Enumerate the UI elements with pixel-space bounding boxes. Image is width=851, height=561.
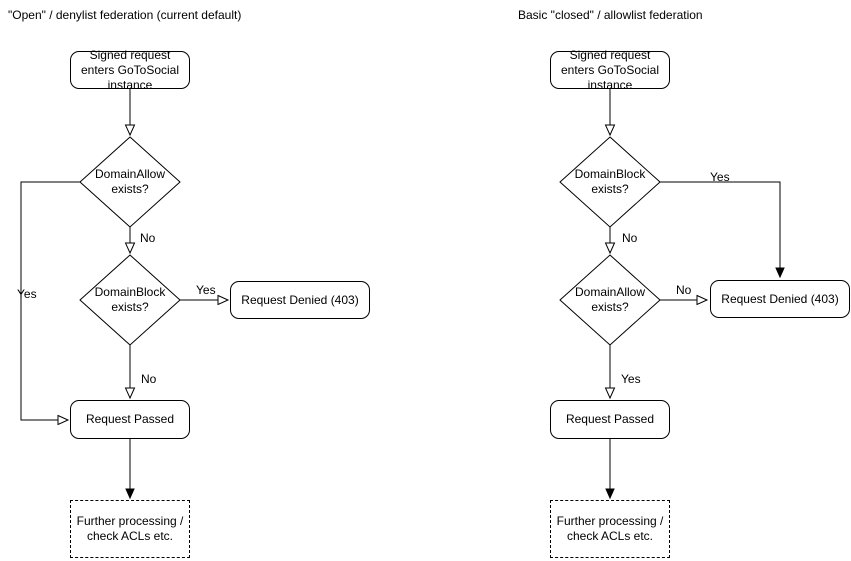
edge-label-decision2-yes: Yes: [621, 372, 641, 386]
edge-label-decision1-no: No: [622, 231, 638, 245]
connector-decision1-yes-denied: [660, 181, 785, 279]
decision1-label: DomainBlock exists?: [574, 167, 646, 196]
edge-label-decision2-no: No: [676, 283, 692, 297]
request-denied-node: Request Denied (403): [230, 281, 370, 319]
request-passed-node: Request Passed: [550, 400, 670, 439]
edge-label-decision1-yes: Yes: [17, 287, 37, 301]
edge-label-decision2-no: No: [141, 372, 157, 386]
chart-title: Basic "closed" / allowlist federation: [518, 8, 703, 22]
start-node: Signed request enters GoToSocial instanc…: [70, 48, 190, 92]
further-processing-node: Further processing / check ACLs etc.: [70, 500, 190, 558]
chart-title: "Open" / denylist federation (current de…: [8, 8, 242, 22]
edge-label-decision1-yes: Yes: [710, 170, 730, 184]
request-denied-node: Request Denied (403): [710, 280, 850, 318]
decision1-label: DomainAllow exists?: [94, 167, 166, 196]
connector-decision1-yes-passed: [20, 181, 80, 426]
further-processing-node: Further processing / check ACLs etc.: [550, 500, 670, 558]
decision2-label: DomainAllow exists?: [574, 285, 646, 314]
edge-label-decision2-yes: Yes: [196, 283, 216, 297]
start-node: Signed request enters GoToSocial instanc…: [550, 48, 670, 92]
edge-label-decision1-no: No: [140, 231, 156, 245]
request-passed-node: Request Passed: [70, 400, 190, 439]
decision2-label: DomainBlock exists?: [94, 285, 166, 314]
